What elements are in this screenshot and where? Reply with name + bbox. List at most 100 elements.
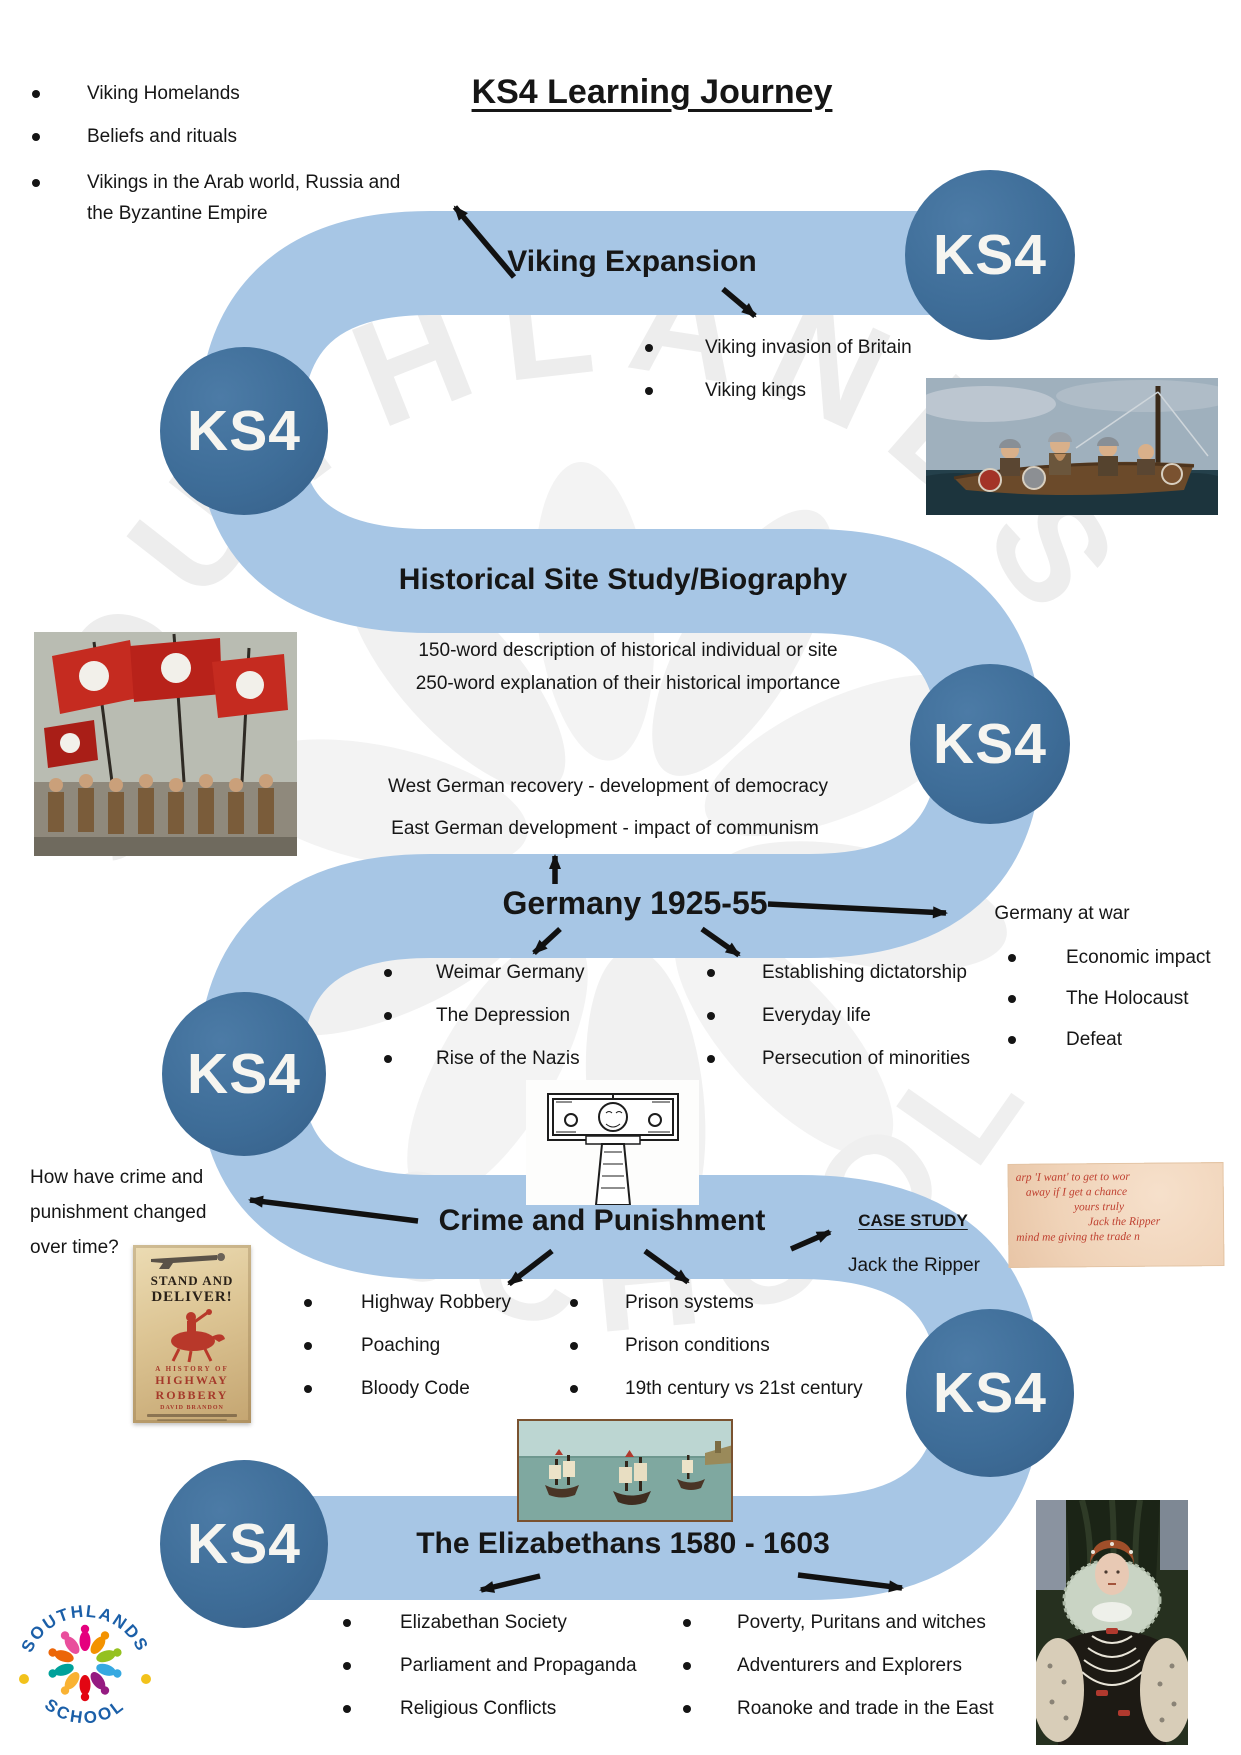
- book-title-line2: DELIVER!: [151, 1289, 233, 1305]
- southlands-school-logo: SOUTHLANDS SCHOOL: [18, 1602, 151, 1728]
- bullet-icon: [1008, 1036, 1016, 1044]
- bullet-icon: [683, 1619, 691, 1627]
- list-item: Adventurers and Explorers: [683, 1653, 994, 1678]
- letter-line: mind me giving the trade n: [1016, 1230, 1140, 1244]
- elizabethans-list-col1: Elizabethan Society Parliament and Propa…: [343, 1610, 637, 1739]
- list-item: Rise of the Nazis: [384, 1046, 585, 1071]
- site-study-line1: 150-word description of historical indiv…: [418, 640, 838, 661]
- list-item: 19th century vs 21st century: [570, 1376, 863, 1401]
- ks4-badge: KS4: [160, 347, 328, 515]
- bullet-icon: [343, 1619, 351, 1627]
- highwayman-illustration: [171, 1309, 225, 1363]
- bullet-icon: [645, 387, 653, 395]
- list-item-label: The Holocaust: [1066, 988, 1189, 1009]
- bullet-icon: [707, 1055, 715, 1063]
- list-item: Beliefs and rituals: [32, 124, 402, 149]
- list-item-label: Religious Conflicts: [400, 1698, 557, 1719]
- ks4-badge: KS4: [910, 664, 1070, 824]
- germany-pre-line1: West German recovery - development of de…: [388, 776, 828, 797]
- site-study-line2: 250-word explanation of their historical…: [415, 673, 841, 694]
- list-item: Economic impact: [1008, 945, 1211, 970]
- list-item: Religious Conflicts: [343, 1696, 637, 1721]
- bullet-icon: [384, 1012, 392, 1020]
- book-subtitle-line1: A HISTORY OF: [155, 1365, 229, 1373]
- list-item-label: Rise of the Nazis: [436, 1048, 580, 1069]
- book-author: DAVID BRANDON: [160, 1405, 224, 1411]
- bullet-icon: [304, 1385, 312, 1393]
- ks4-badge: KS4: [906, 1309, 1074, 1477]
- viking-expansion-list: Viking invasion of Britain Viking kings: [645, 335, 912, 421]
- germany-heading: Germany 1925-55: [502, 885, 768, 921]
- arrow-germany-downleft: [532, 926, 562, 956]
- list-item: Bloody Code: [304, 1376, 511, 1401]
- ks4-badge-label: KS4: [187, 399, 301, 463]
- bullet-icon: [32, 179, 40, 187]
- ks4-badge: KS4: [162, 992, 326, 1156]
- ks4-badge: KS4: [905, 170, 1075, 340]
- list-item: Poverty, Puritans and witches: [683, 1610, 994, 1635]
- case-study-value: Jack the Ripper: [847, 1255, 981, 1276]
- list-item: Viking invasion of Britain: [645, 335, 912, 360]
- crime-question-line2: punishment changed: [30, 1202, 207, 1223]
- list-item-label: Beliefs and rituals: [87, 126, 237, 147]
- list-item: Establishing dictatorship: [707, 960, 970, 985]
- list-item: Elizabethan Society: [343, 1610, 637, 1635]
- list-item-label: Parliament and Propaganda: [400, 1655, 637, 1676]
- bullet-icon: [683, 1705, 691, 1713]
- armada-illustration: [517, 1419, 733, 1522]
- germany-list-col1: Weimar Germany The Depression Rise of th…: [384, 960, 585, 1089]
- crime-question: How have crime and punishment changed ov…: [30, 1160, 206, 1265]
- book-subtitle-line2: HIGHWAY: [155, 1373, 229, 1387]
- page-title: KS4 Learning Journey: [471, 72, 833, 111]
- list-item-label: Roanoke and trade in the East: [737, 1698, 994, 1719]
- germany-at-war-heading: Germany at war: [994, 903, 1130, 924]
- list-item: Defeat: [1008, 1027, 1211, 1052]
- list-item-label: Elizabethan Society: [400, 1612, 567, 1633]
- arrow-viking-to-bullets: [721, 286, 757, 319]
- letter-line: yours truly: [1073, 1200, 1125, 1214]
- arrow-crime-to-question: [248, 1195, 419, 1224]
- bullet-icon: [32, 90, 40, 98]
- list-item: Vikings in the Arab world, Russia and th…: [32, 167, 402, 229]
- pillory-illustration: [526, 1080, 699, 1205]
- logo-figures: [48, 1624, 122, 1702]
- book-subtitle-line3: ROBBERY: [155, 1388, 229, 1402]
- bullet-icon: [645, 344, 653, 352]
- list-item-label: Economic impact: [1066, 947, 1211, 968]
- bullet-icon: [384, 969, 392, 977]
- crime-list-col1: Highway Robbery Poaching Bloody Code: [304, 1290, 511, 1419]
- bullet-icon: [304, 1342, 312, 1350]
- viking-ship-illustration: [926, 378, 1218, 515]
- bullet-icon: [343, 1705, 351, 1713]
- list-item-label: Adventurers and Explorers: [737, 1655, 962, 1676]
- germany-at-war-list: Economic impact The Holocaust Defeat: [1008, 945, 1211, 1070]
- bullet-icon: [570, 1385, 578, 1393]
- bullet-icon: [570, 1342, 578, 1350]
- list-item-label: Weimar Germany: [436, 962, 585, 983]
- list-item-label: Everyday life: [762, 1005, 871, 1026]
- pillory-image: [526, 1080, 699, 1205]
- crime-question-line3: over time?: [30, 1237, 119, 1258]
- arrow-germany-to-war: [767, 901, 948, 919]
- list-item-label: Highway Robbery: [361, 1292, 511, 1313]
- list-item-label: Establishing dictatorship: [762, 962, 967, 983]
- list-item-label: Vikings in the Arab world, Russia and th…: [87, 172, 401, 224]
- arrow-germany-downright: [700, 926, 741, 958]
- list-item-label: Poverty, Puritans and witches: [737, 1612, 986, 1633]
- list-item-label: Bloody Code: [361, 1378, 470, 1399]
- list-item-label: Viking Homelands: [87, 83, 240, 104]
- elizabeth-portrait-image: [1036, 1500, 1188, 1745]
- arrow-crime-to-casestudy: [789, 1229, 832, 1252]
- pistol-illustration: [151, 1253, 225, 1269]
- list-item: Prison conditions: [570, 1333, 863, 1358]
- germany-pre-line2: East German development - impact of comm…: [391, 818, 819, 839]
- list-item-label: Defeat: [1066, 1029, 1122, 1050]
- elizabethans-heading: The Elizabethans 1580 - 1603: [416, 1527, 830, 1560]
- letter-line: arp 'I want' to get to wor: [1015, 1170, 1130, 1184]
- viking-expansion-heading: Viking Expansion: [507, 245, 757, 278]
- arrow-viking-to-topics: [452, 205, 517, 279]
- list-item-label: Prison systems: [625, 1292, 754, 1313]
- list-item: Weimar Germany: [384, 960, 585, 985]
